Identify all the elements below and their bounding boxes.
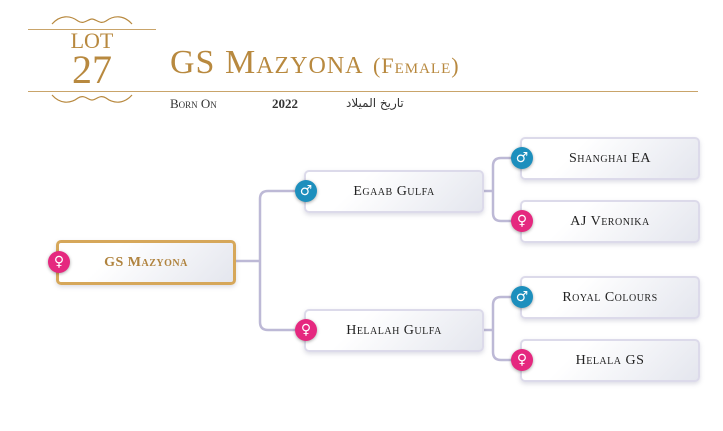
pedigree-subject: GS Mazyona — [56, 240, 236, 285]
female-icon: ♀ — [511, 349, 533, 371]
lot-label: LOT — [70, 28, 114, 53]
horse-name: GS Mazyona — [170, 44, 364, 81]
pedigree-dam-dam: Helala GS — [520, 339, 700, 382]
ornament-bottom — [51, 94, 133, 103]
pedigree-sire-dam: AJ Veronika — [520, 200, 700, 243]
lot-number: 27 — [72, 47, 112, 92]
pedigree-dam: Helalah Gulfa — [304, 309, 484, 352]
lot-rule-top — [28, 29, 156, 30]
female-icon: ♀ — [48, 251, 70, 273]
header-rule — [28, 91, 698, 92]
born-label-arabic: تاريخ الميلاد — [346, 96, 404, 110]
ornament-top — [51, 16, 133, 25]
pedigree-sire: Egaab Gulfa — [304, 170, 484, 213]
male-icon: ♂ — [295, 180, 317, 202]
female-icon: ♀ — [511, 210, 533, 232]
male-icon: ♂ — [511, 286, 533, 308]
male-icon: ♂ — [511, 147, 533, 169]
horse-sex: (Female) — [373, 53, 460, 78]
female-icon: ♀ — [295, 319, 317, 341]
page-title: GS Mazyona (Female) — [170, 44, 460, 82]
born-label: Born On — [170, 96, 217, 111]
pedigree-sire-sire: Shanghai EA — [520, 137, 700, 180]
pedigree-dam-sire: Royal Colours — [520, 276, 700, 319]
born-year: 2022 — [272, 96, 298, 111]
